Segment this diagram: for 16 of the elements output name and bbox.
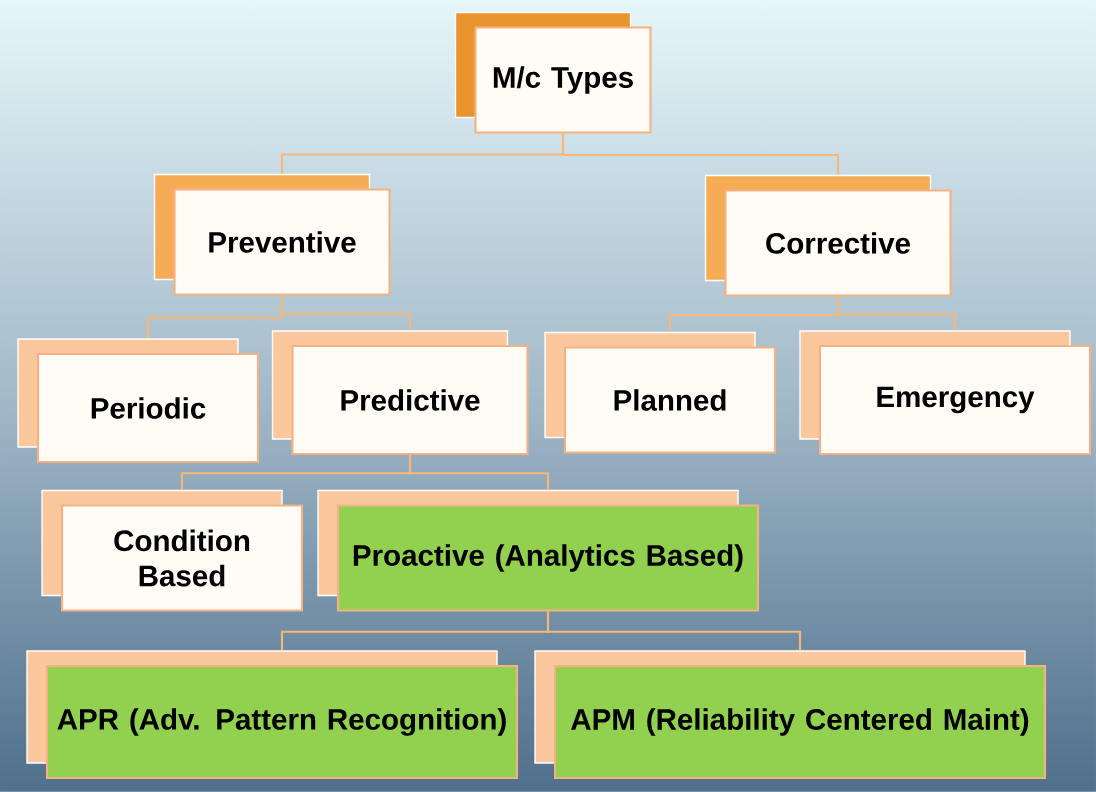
category-box: Planned [544,331,777,454]
category-box: Preventive [153,173,391,296]
category-box: Condition Based [41,489,304,612]
category-box: Proactive (Analytics Based) [317,489,760,612]
category-box: M/c Types [454,11,652,134]
connector-line [280,295,412,330]
connector-line [408,455,550,490]
category-box: Predictive [271,330,529,456]
connector-line [836,296,957,330]
category-box: APM (Reliability Centered Maint) [534,650,1047,780]
category-box: Emergency [799,330,1092,456]
category-box: Corrective [704,174,952,297]
connector-line [561,133,840,175]
category-box: APR (Adv. Pattern Recognition) [26,650,519,780]
category-box: Periodic [17,338,260,464]
connector-line [546,611,802,650]
